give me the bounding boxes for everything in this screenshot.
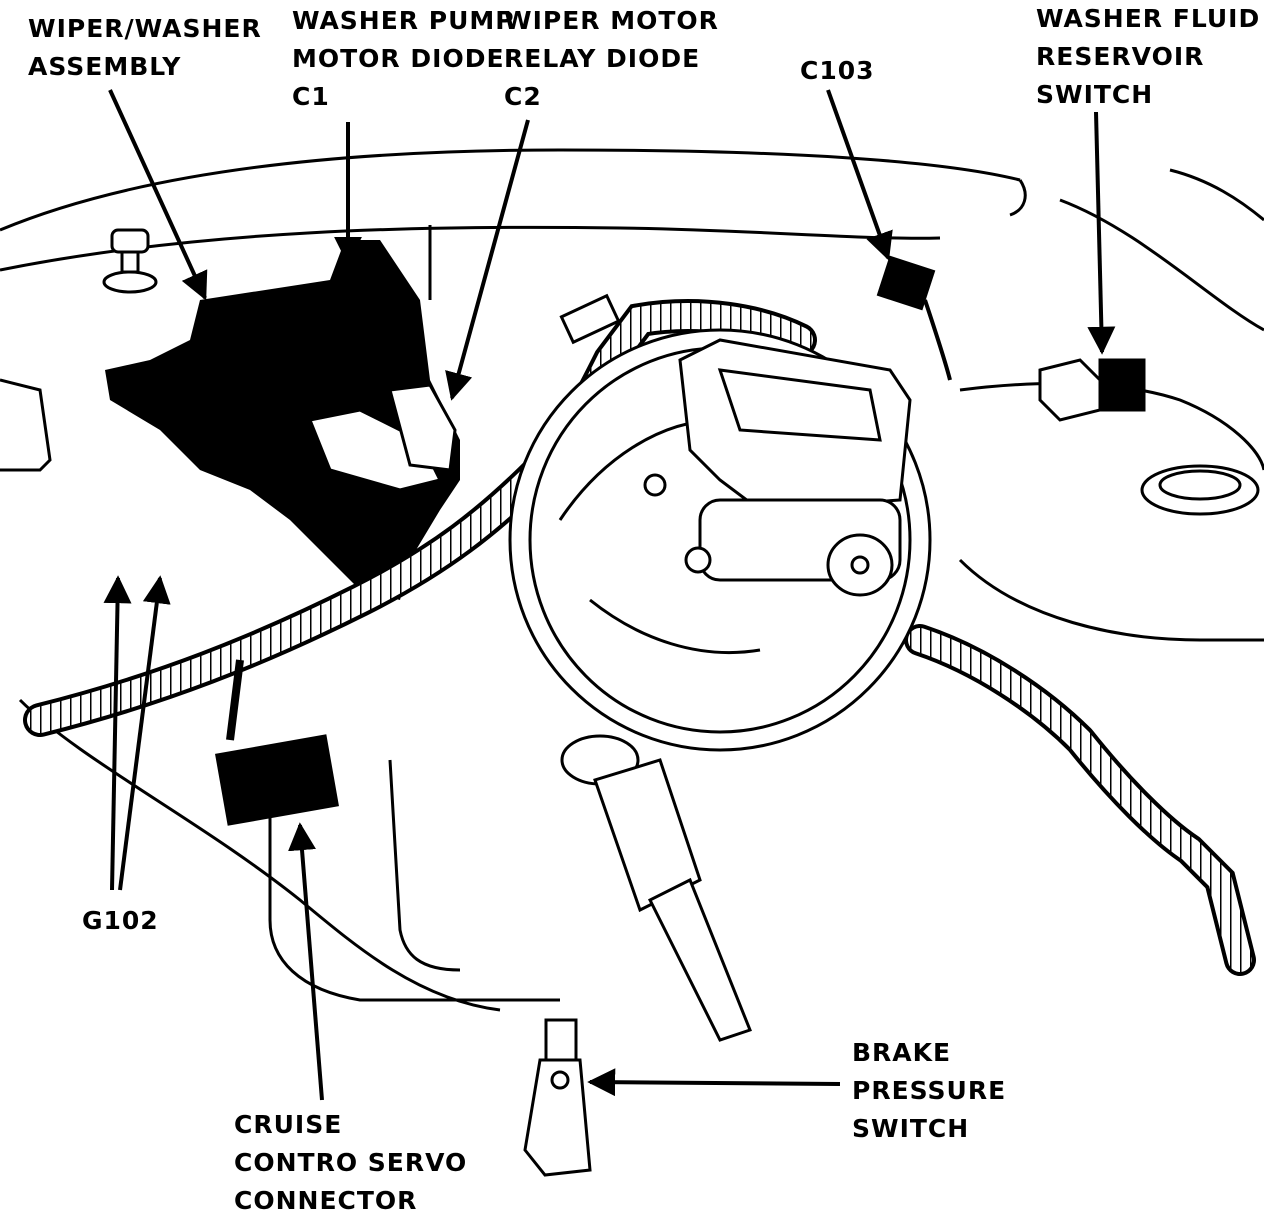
- arrow-reservoir-switch: [1087, 111, 1116, 355]
- label-washer-fluid-reservoir-switch: WASHER FLUID RESERVOIR SWITCH: [1036, 0, 1260, 114]
- label-line: C2: [504, 82, 542, 111]
- arrow-g102-a: [103, 575, 132, 891]
- arrow-g102-b: [118, 575, 171, 891]
- label-line: WIPER/WASHER: [28, 14, 262, 43]
- label-g102: G102: [82, 902, 159, 940]
- label-line: PRESSURE: [852, 1076, 1007, 1105]
- label-washer-pump-motor-diode: WASHER PUMP MOTOR DIODE C1: [292, 2, 515, 116]
- label-line: RELAY DIODE: [504, 44, 701, 73]
- cruise-servo-connector: [215, 659, 339, 826]
- arrow-cruise-servo: [288, 822, 324, 1101]
- label-line: WIPER MOTOR: [504, 6, 719, 35]
- label-line: CRUISE: [234, 1110, 343, 1139]
- right-wiring-harness: [904, 624, 1256, 976]
- label-wiper-washer-assembly: WIPER/WASHER ASSEMBLY: [28, 10, 262, 86]
- label-line: C1: [292, 82, 330, 111]
- main-wiring-harness: [23, 293, 817, 737]
- label-line: RESERVOIR: [1036, 42, 1205, 71]
- callout-arrows: [103, 89, 1116, 1101]
- label-wiper-motor-relay-diode: WIPER MOTOR RELAY DIODE C2: [504, 2, 719, 116]
- arrow-c2: [445, 119, 530, 401]
- wiper-washer-assembly-body: [105, 240, 460, 600]
- pushrod-assembly: [560, 734, 752, 1042]
- arrow-wiper-washer: [108, 89, 208, 301]
- label-c103: C103: [800, 52, 875, 90]
- brake-pressure-switch: [523, 1018, 592, 1177]
- label-line: BRAKE: [852, 1038, 952, 1067]
- left-fender: [0, 378, 560, 1012]
- label-line: WASHER PUMP: [292, 6, 515, 35]
- label-line: CONTRO SERVO: [234, 1148, 468, 1177]
- master-cylinder: [643, 338, 912, 597]
- label-line: SWITCH: [852, 1114, 970, 1143]
- washer-fluid-reservoir: [958, 358, 1264, 642]
- cowl-outline: [0, 148, 1264, 332]
- label-brake-pressure-switch: BRAKE PRESSURE SWITCH: [852, 1034, 1006, 1148]
- c103-connector: [876, 255, 952, 381]
- arrow-brake-switch: [587, 1068, 841, 1097]
- label-line: WASHER FLUID: [1036, 4, 1261, 33]
- label-cruise-control-servo-connector: CRUISE CONTRO SERVO CONNECTOR: [234, 1106, 467, 1220]
- label-line: C103: [800, 56, 875, 85]
- label-line: G102: [82, 906, 159, 935]
- ground-bolt: [102, 228, 158, 294]
- arrow-c103: [826, 89, 893, 261]
- label-line: SWITCH: [1036, 80, 1154, 109]
- label-line: CONNECTOR: [234, 1186, 418, 1215]
- label-line: MOTOR DIODE: [292, 44, 505, 73]
- label-line: ASSEMBLY: [28, 52, 182, 81]
